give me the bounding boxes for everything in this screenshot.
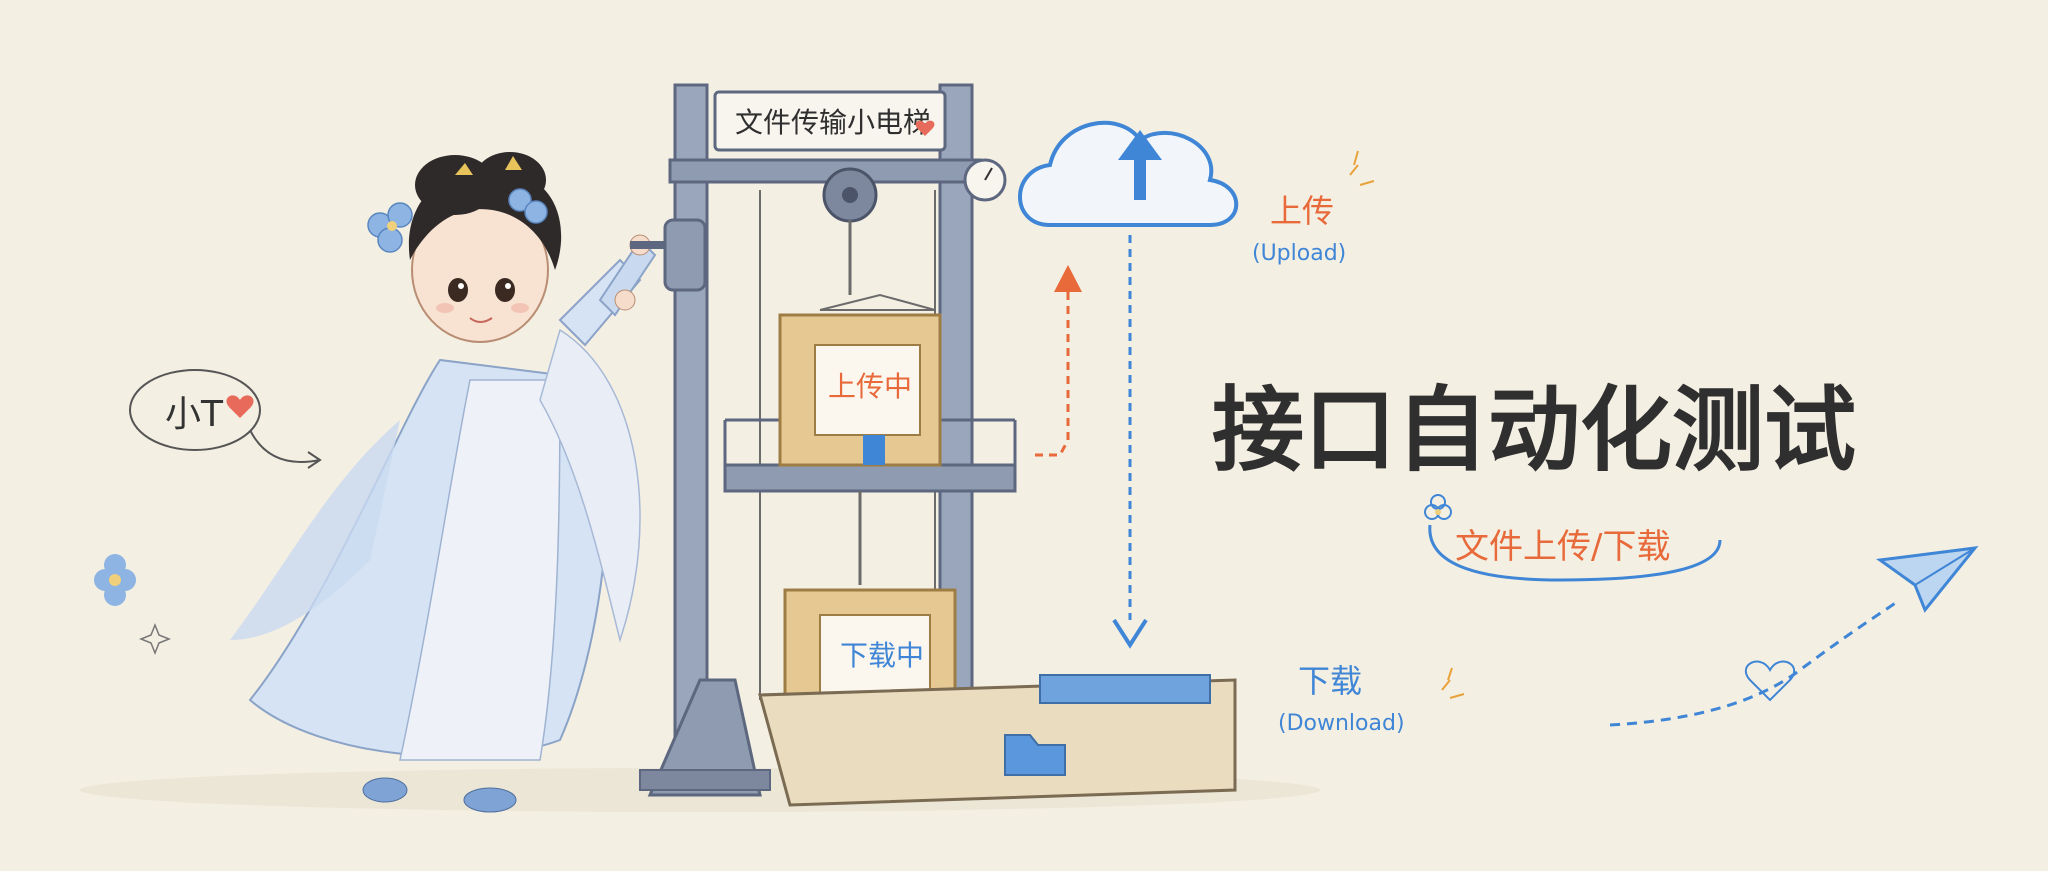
upload-label: 上传 — [1270, 192, 1334, 230]
flower-icon — [367, 188, 548, 253]
download-label-group: 下载 (Download) — [1278, 662, 1465, 736]
subtitle-label: 文件上传/下载 — [1455, 527, 1670, 567]
subtitle-badge: 文件上传/下载 — [1424, 494, 1722, 582]
upload-box-label: 上传中 — [828, 370, 912, 403]
pulley-icon — [822, 167, 878, 223]
upload-label-group: 上传 (Upload) — [1252, 150, 1375, 266]
flower-icon — [1424, 494, 1452, 520]
character-xiaot — [230, 152, 657, 813]
download-box-label: 下载中 — [840, 639, 924, 672]
character-tag-label: 小T — [165, 394, 224, 435]
heart-icon — [1744, 660, 1796, 702]
file-elevator: 文件传输小电梯 上传中 — [630, 83, 1237, 807]
heart-icon — [915, 120, 935, 136]
character-tag: 小T — [129, 369, 322, 469]
elevator-sign — [713, 90, 947, 152]
gauge-icon — [963, 158, 1007, 202]
upload-box: 上传中 — [778, 293, 942, 467]
folder-icon — [1004, 734, 1066, 776]
cloud-upload-icon — [1018, 120, 1239, 227]
page-title: 接口自动化测试 — [1212, 377, 1856, 484]
download-label-en: (Download) — [1278, 711, 1405, 736]
flower-icon — [94, 554, 172, 656]
upload-label-en: (Upload) — [1252, 241, 1346, 266]
download-label: 下载 — [1298, 662, 1362, 700]
elevator-sign-label: 文件传输小电梯 — [735, 106, 931, 139]
paper-plane-icon — [1876, 546, 1979, 613]
heart-icon — [226, 395, 254, 418]
